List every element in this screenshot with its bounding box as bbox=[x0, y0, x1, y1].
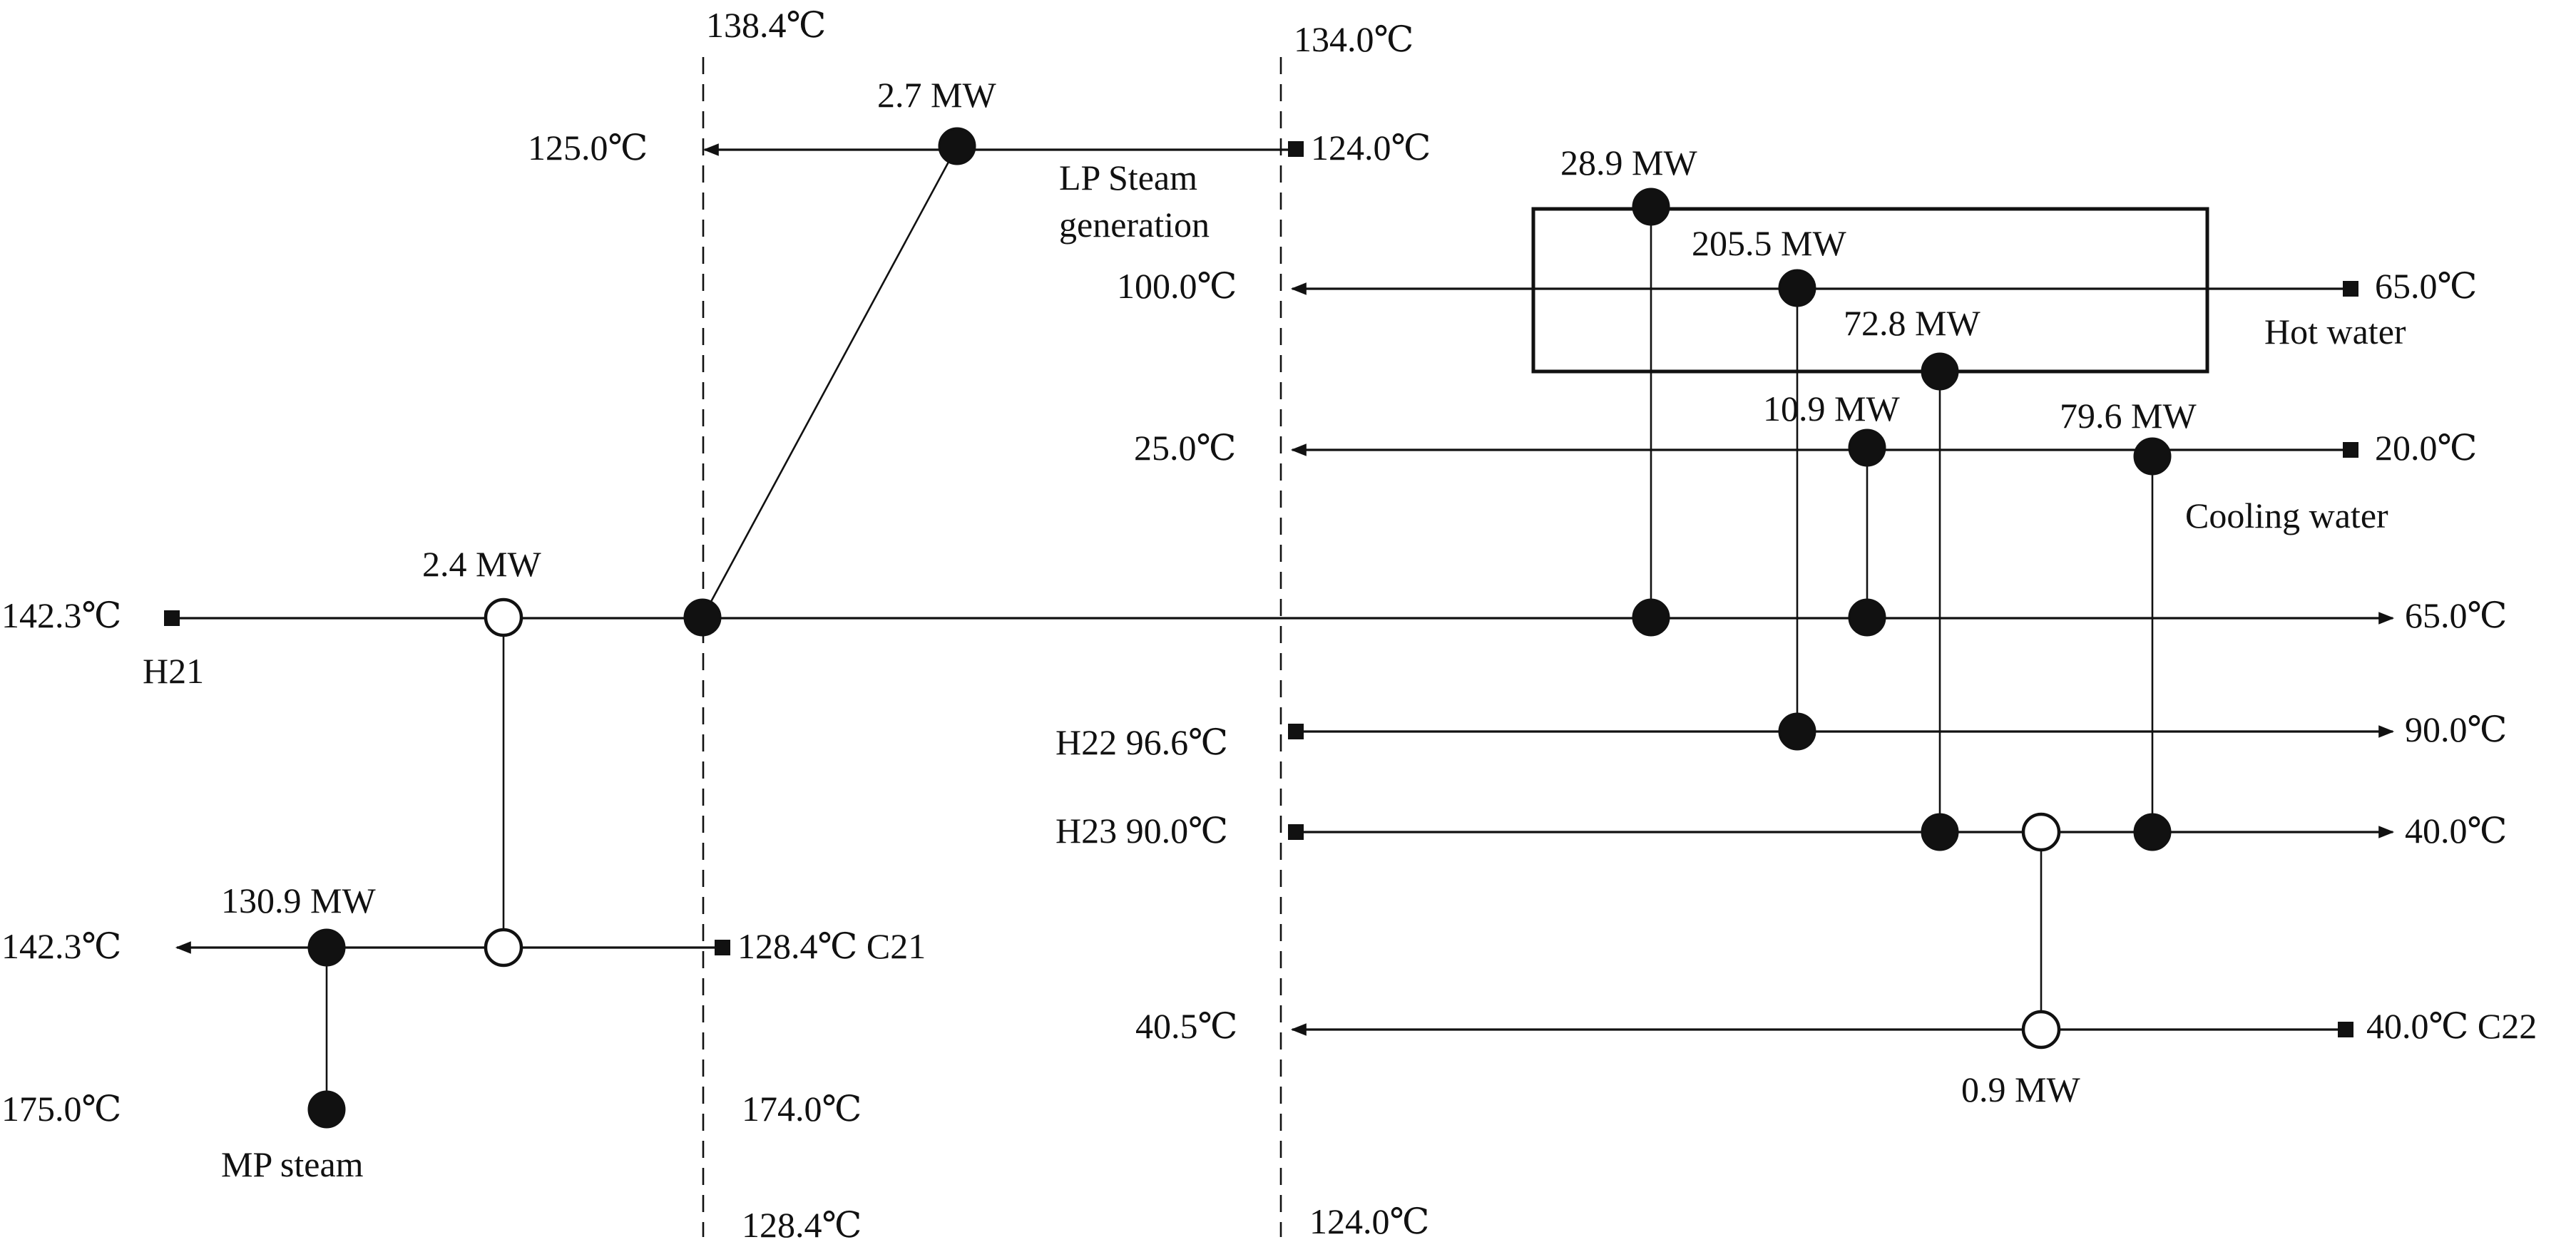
hx-cooling-h21-top-node bbox=[1848, 429, 1886, 467]
hx-hot-water-h22-top-node bbox=[1778, 269, 1816, 307]
h21-target-temp: 65.0℃ bbox=[2405, 595, 2507, 635]
mid-temp-label: 174.0℃ bbox=[742, 1089, 862, 1129]
pinch-top-left-temp: 138.4℃ bbox=[706, 5, 826, 45]
hx-mp-steam-c21-bottom-node bbox=[307, 1090, 346, 1129]
pinch-bottom-right-temp: 124.0℃ bbox=[1309, 1201, 1429, 1241]
hx-lp-steam-gen-node bbox=[938, 127, 976, 165]
hx-h23-c22-top-node bbox=[2021, 812, 2061, 852]
lp-steam-supply-temp: 124.0℃ bbox=[1311, 128, 1431, 168]
h21-label: H21 bbox=[143, 651, 204, 691]
h21-stream: 142.3℃ 65.0℃ H21 bbox=[1, 595, 2507, 691]
pinch-top-right-temp: 134.0℃ bbox=[1294, 19, 1414, 59]
lp-steam-source-marker bbox=[1288, 141, 1304, 157]
duty-lp-steam-gen: 2.7 MW bbox=[877, 75, 996, 115]
hx-h23-c22-bottom-node bbox=[2021, 1010, 2061, 1050]
c22-source-marker bbox=[2338, 1022, 2353, 1037]
h21-supply-temp: 142.3℃ bbox=[1, 595, 121, 635]
pinch-bottom-left-temp: 128.4℃ bbox=[742, 1205, 862, 1245]
c21-target-temp: 142.3℃ bbox=[1, 926, 121, 966]
hot-water-supply-temp: 65.0℃ bbox=[2375, 266, 2477, 306]
link-lp-steam-gen bbox=[701, 145, 959, 618]
mp-steam-label: MP steam bbox=[221, 1144, 364, 1184]
c21-supply-label: 128.4℃ C21 bbox=[737, 926, 926, 966]
cooling-water-source-marker bbox=[2343, 442, 2358, 458]
duty-hot-water-h21: 28.9 MW bbox=[1560, 143, 1697, 183]
lp-steam-label-line2: generation bbox=[1059, 205, 1210, 245]
h22-stream: H22 96.6℃ 90.0℃ bbox=[1056, 709, 2507, 762]
hx-cooling-h23-top-node bbox=[2133, 437, 2172, 476]
h22-supply-label: H22 96.6℃ bbox=[1056, 722, 1228, 762]
h23-stream: H23 90.0℃ 40.0℃ bbox=[1056, 811, 2507, 851]
hx-hot-water-h21-bottom-node bbox=[1632, 598, 1670, 637]
hot-water-source-marker bbox=[2343, 281, 2358, 297]
mp-steam-temp: 175.0℃ bbox=[1, 1089, 121, 1129]
lp-steam-target-temp: 125.0℃ bbox=[528, 128, 648, 168]
c21-stream: 128.4℃ C21 142.3℃ bbox=[1, 926, 926, 966]
h23-source-marker bbox=[1288, 824, 1304, 840]
c22-supply-label: 40.0℃ C22 bbox=[2366, 1006, 2537, 1046]
hot-water-box bbox=[1531, 207, 2209, 374]
h23-target-temp: 40.0℃ bbox=[2405, 811, 2507, 851]
hx-h21-c21-bottom-node bbox=[484, 928, 523, 968]
h22-source-marker bbox=[1288, 724, 1304, 739]
duty-hot-water-h23: 72.8 MW bbox=[1844, 303, 1980, 343]
hx-cooling-h23-bottom-node bbox=[2133, 813, 2172, 851]
h22-target-temp: 90.0℃ bbox=[2405, 709, 2507, 749]
hx-hot-water-h22-bottom-node bbox=[1778, 712, 1816, 751]
c22-target-temp: 40.5℃ bbox=[1135, 1006, 1237, 1046]
lp-steam-stream: 124.0℃ 125.0℃ LP Steam generation bbox=[528, 128, 1431, 245]
hx-hot-water-h23-bottom-node bbox=[1921, 813, 1959, 851]
hx-lp-steam-h21-node bbox=[683, 598, 722, 637]
lp-steam-label-line1: LP Steam bbox=[1059, 158, 1197, 197]
duty-cooling-h23: 79.6 MW bbox=[2060, 396, 2197, 436]
duty-h23-c22: 0.9 MW bbox=[1961, 1069, 2080, 1109]
duty-h21-c21: 2.4 MW bbox=[422, 544, 541, 584]
h23-supply-label: H23 90.0℃ bbox=[1056, 811, 1228, 851]
c22-stream: 40.0℃ C22 40.5℃ bbox=[1135, 1006, 2537, 1046]
h21-source-marker bbox=[164, 610, 180, 626]
cooling-water-target-temp: 25.0℃ bbox=[1134, 428, 1236, 468]
c21-source-marker bbox=[715, 940, 730, 955]
duty-mp-steam-c21: 130.9 MW bbox=[221, 881, 376, 920]
duty-cooling-h21: 10.9 MW bbox=[1763, 389, 1900, 429]
cooling-water-label: Cooling water bbox=[2185, 496, 2388, 535]
hx-hot-water-h23-top-node bbox=[1921, 352, 1959, 391]
cooling-water-stream: 20.0℃ 25.0℃ Cooling water bbox=[1134, 428, 2477, 535]
hx-h21-c21-top-node bbox=[484, 597, 523, 637]
hx-hot-water-h21-top-node bbox=[1632, 188, 1670, 226]
hot-water-stream: 65.0℃ 100.0℃ Hot water bbox=[1117, 207, 2477, 374]
duty-hot-water-h22: 205.5 MW bbox=[1692, 223, 1846, 263]
hot-water-label: Hot water bbox=[2264, 312, 2406, 352]
hx-cooling-h21-bottom-node bbox=[1848, 598, 1886, 637]
cooling-water-supply-temp: 20.0℃ bbox=[2375, 428, 2477, 468]
hx-mp-steam-c21-top-node bbox=[307, 928, 346, 967]
hot-water-target-temp: 100.0℃ bbox=[1117, 266, 1237, 306]
